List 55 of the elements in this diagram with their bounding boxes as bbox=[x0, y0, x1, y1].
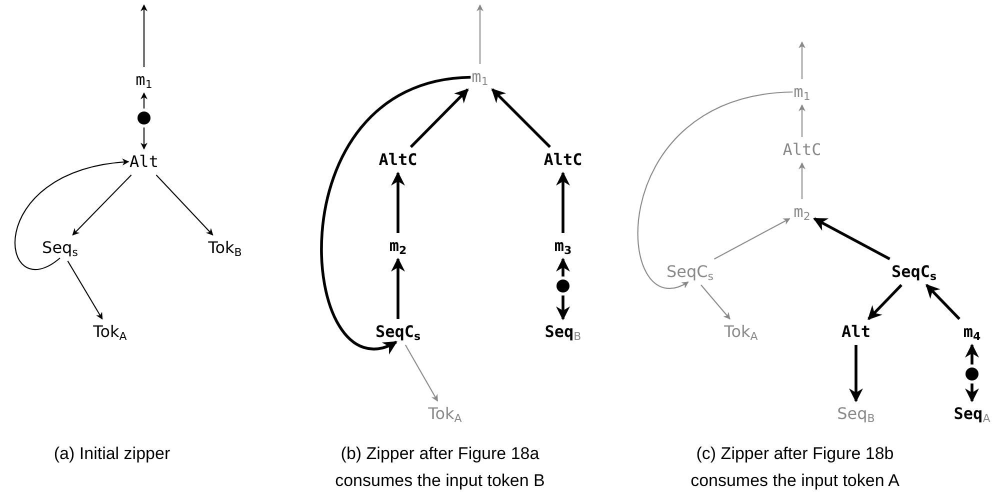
arrow bbox=[798, 162, 806, 199]
caption: (a) Initial zipper bbox=[52, 443, 172, 465]
node-label: m$_{1}$ bbox=[470, 67, 490, 87]
arrow bbox=[556, 296, 570, 320]
node-label: AltC bbox=[378, 150, 418, 170]
caption: (b) Zipper after Figure 18a consumes the input token B bbox=[334, 443, 546, 492]
arrow bbox=[140, 92, 148, 108]
node-label: Seq$_{B}$ bbox=[836, 404, 876, 424]
arrow bbox=[868, 284, 902, 320]
arrow bbox=[556, 172, 570, 233]
node-label: AltC bbox=[542, 150, 584, 170]
node-label: Seq$_{s}$ bbox=[41, 238, 79, 258]
arrow bbox=[965, 384, 979, 402]
arrow bbox=[410, 88, 469, 148]
arrow bbox=[849, 345, 863, 402]
arrow bbox=[140, 4, 148, 67]
node-label: m$_{2}$ bbox=[792, 202, 812, 222]
arrow bbox=[798, 104, 806, 137]
node-label: SeqC$_{s}$ bbox=[890, 262, 938, 282]
node-label: Seq$_{A}$ bbox=[952, 404, 992, 424]
node-label: SeqC$_{s}$ bbox=[374, 322, 422, 342]
arrow bbox=[813, 217, 890, 260]
node-label: Alt bbox=[840, 322, 872, 342]
node-label: Alt bbox=[128, 152, 160, 172]
arrow bbox=[798, 41, 806, 79]
node-label: Tok$_{A}$ bbox=[92, 322, 128, 342]
arrow bbox=[556, 258, 570, 276]
node-label: Tok$_{A}$ bbox=[723, 322, 759, 342]
arrow bbox=[14, 159, 130, 270]
node-label: Seq$_{B}$ bbox=[544, 322, 582, 342]
node-label: AltC bbox=[782, 140, 822, 160]
node-label: m$_{4}$ bbox=[962, 322, 982, 342]
arrow bbox=[67, 260, 103, 320]
node-label: m$_{1}$ bbox=[792, 82, 812, 102]
node-label: SeqC$_{s}$ bbox=[665, 262, 715, 282]
arrow bbox=[700, 284, 730, 320]
arrow bbox=[156, 174, 214, 236]
arrow bbox=[391, 172, 405, 233]
node-label: m$_{1}$ bbox=[134, 70, 154, 90]
node-label: Tok$_{A}$ bbox=[427, 404, 463, 424]
arrow bbox=[140, 128, 148, 150]
arrow bbox=[391, 258, 405, 319]
node-label: Tok$_{B}$ bbox=[207, 238, 243, 258]
arrow bbox=[404, 344, 438, 402]
caption: (c) Zipper after Figure 18b consumes the input token A bbox=[690, 443, 900, 492]
arrow bbox=[714, 218, 790, 260]
arrow bbox=[72, 174, 132, 236]
arrow bbox=[476, 4, 484, 64]
arrow bbox=[637, 91, 793, 289]
arrow bbox=[491, 88, 551, 148]
node-label: m$_{3}$ bbox=[553, 236, 573, 256]
arrow bbox=[320, 76, 471, 352]
node-label: m$_{2}$ bbox=[388, 236, 408, 256]
arrow bbox=[965, 344, 979, 364]
arrow bbox=[926, 284, 960, 320]
